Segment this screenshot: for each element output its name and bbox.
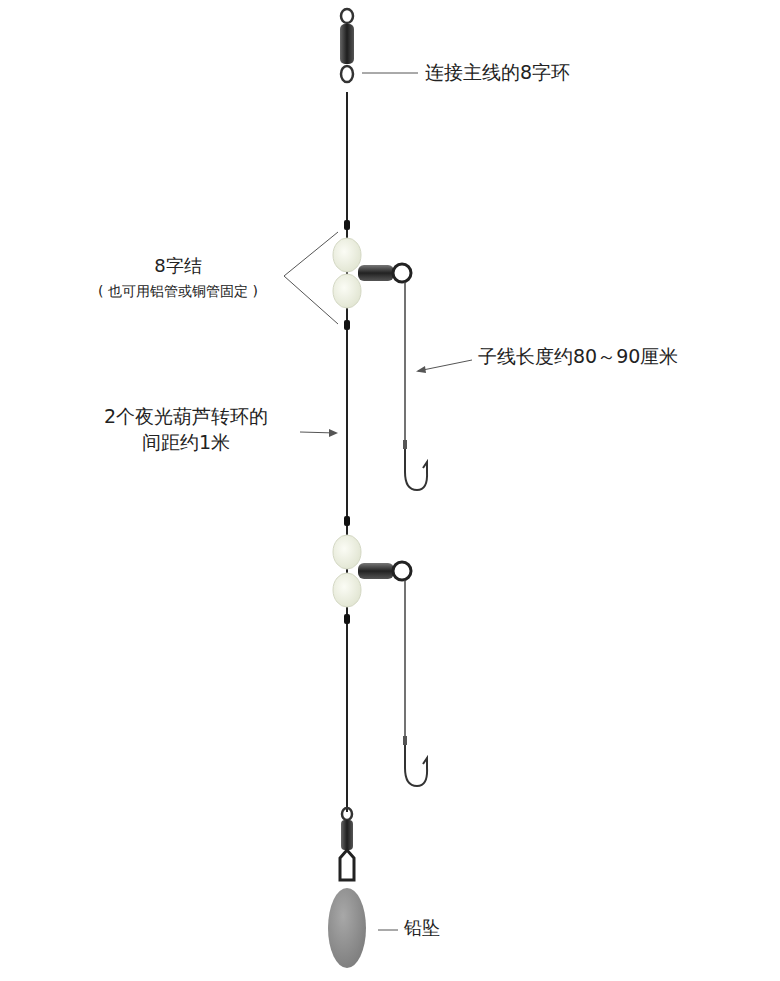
main-line xyxy=(346,92,348,812)
snap-swivel xyxy=(340,808,354,880)
knot-note: ( 也可用铝管或铜管固定 ) xyxy=(98,282,258,301)
lower-dropper xyxy=(333,535,427,786)
leader-arrowheads xyxy=(329,366,426,437)
knot-label: 8字结 xyxy=(154,254,201,278)
leader-lines xyxy=(284,73,472,930)
dropper-length-label: 子线长度约80～90厘米 xyxy=(478,344,678,370)
swivel-label: 连接主线的8字环 xyxy=(425,60,570,86)
spacing-label: 2个夜光葫芦转环的 间距约1米 xyxy=(100,404,272,455)
lead-sinker xyxy=(328,888,366,968)
sinker-label: 铅坠 xyxy=(404,916,440,940)
top-swivel xyxy=(340,9,354,82)
upper-dropper xyxy=(333,238,427,490)
